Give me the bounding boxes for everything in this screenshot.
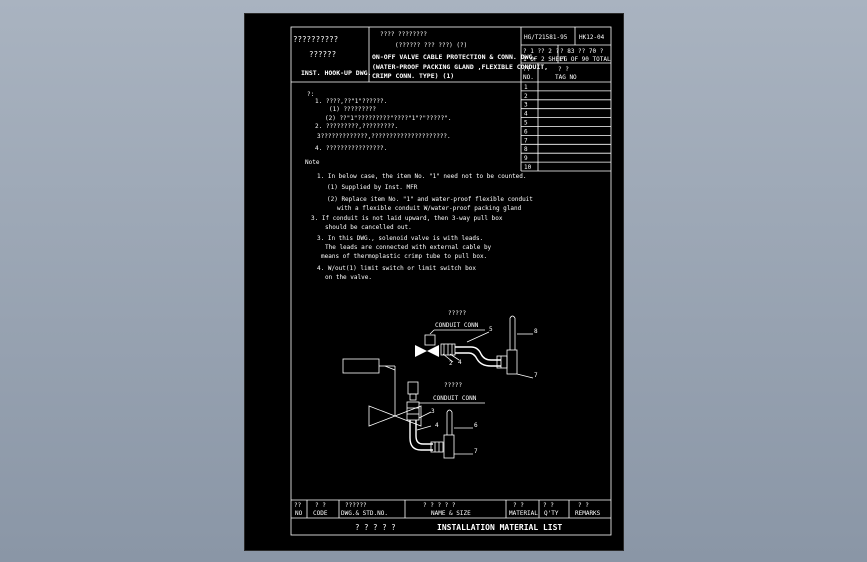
notes-en-l8: The leads are connected with external ca… bbox=[325, 244, 492, 251]
title-block-header: ?????????? ?????? INST. HOOK-UP DWG. ???… bbox=[291, 27, 611, 83]
upper-label-conduit: CONDUIT CONN bbox=[435, 322, 479, 329]
material-list-footer: ?? NO ? ? CODE ?????? DWG.& STD.NO. ? ? … bbox=[291, 499, 611, 532]
col-remarks: REMARKS bbox=[575, 510, 601, 517]
sheet-row-q: ? 1 ?? 2 ? bbox=[523, 48, 560, 55]
tag-table-row-number: 9 bbox=[524, 155, 528, 162]
col-name-q: ? ? ? ? ? bbox=[423, 502, 456, 509]
notes-en-l3: (2) Replace item No. "1" and water-proof… bbox=[327, 196, 533, 203]
lower-label-q: ????? bbox=[444, 382, 462, 389]
frame-border bbox=[290, 26, 612, 536]
notes-cn-l6: 4. ????????????????. bbox=[315, 145, 387, 152]
notes-en-l6: should be cancelled out. bbox=[325, 224, 412, 231]
notes-cn-l1: 1. ????,??"1"??????. bbox=[315, 98, 387, 105]
notes-cn-l2: (1) ????????? bbox=[329, 106, 376, 113]
header-left-line3: INST. HOOK-UP DWG. bbox=[301, 69, 371, 77]
tag-table-row-number: 5 bbox=[524, 120, 528, 127]
notes-en-title: Note bbox=[305, 159, 320, 166]
tag-table-head-tag-q: ? ? bbox=[558, 66, 569, 73]
cad-drawing: ?????????? ?????? INST. HOOK-UP DWG. ???… bbox=[290, 26, 612, 536]
col-no-q: ?? bbox=[294, 502, 302, 509]
header-title-en3: CRIMP CONN. TYPE) (1) bbox=[372, 72, 454, 80]
notes-en-l9: means of thermoplastic crimp tube to pul… bbox=[321, 253, 487, 260]
notes-en-l2: (1) Supplied by Inst. MFR bbox=[327, 184, 418, 191]
doc-number: HG/T21581-95 bbox=[524, 34, 568, 41]
col-no: NO bbox=[295, 510, 303, 517]
item-4-lower: 4 bbox=[435, 422, 439, 429]
upper-label-q: ????? bbox=[448, 310, 466, 317]
material-list-title-q: ? ? ? ? ? bbox=[355, 523, 396, 532]
header-title-q1: ???? ???????? bbox=[380, 31, 427, 38]
item-3-lower: 3 bbox=[431, 408, 435, 415]
item-4-upper: 4 bbox=[458, 359, 462, 366]
tag-table-head-no: NO. bbox=[523, 74, 534, 81]
drawing-sheet: ?????????? ?????? INST. HOOK-UP DWG. ???… bbox=[244, 13, 624, 551]
item-6-lower: 6 bbox=[474, 422, 478, 429]
col-code: CODE bbox=[313, 510, 328, 517]
item-8-upper: 8 bbox=[534, 328, 538, 335]
header-title-en1: ON-OFF VALVE CABLE PROTECTION & CONN. DW… bbox=[372, 53, 536, 61]
hookup-diagram-upper: ????? CONDUIT CONN 5 2 4 8 7 bbox=[415, 310, 538, 379]
col-qty-q: ? ? bbox=[543, 502, 554, 509]
tag-table-row-number: 10 bbox=[524, 164, 532, 171]
item-5-upper: 5 bbox=[489, 326, 493, 333]
notes-en-l7: 3. In this DWG., solenoid valve is with … bbox=[317, 235, 483, 242]
notes-cn-l5: 3?????????????,?????????????????????. bbox=[317, 133, 451, 140]
notes-en-l4: with a flexible conduit W/water-proof pa… bbox=[337, 205, 522, 212]
col-remarks-q: ? ? bbox=[578, 502, 589, 509]
header-left-line1: ?????????? bbox=[293, 35, 338, 44]
lower-label-conduit: CONDUIT CONN bbox=[433, 395, 477, 402]
sheet-code: HK12-04 bbox=[579, 34, 605, 41]
sheet-row-en: 1 OF 2 SHEET bbox=[523, 56, 567, 63]
item-7-upper: 7 bbox=[534, 372, 538, 379]
notes-chinese: ?: 1. ????,??"1"??????. (1) ????????? (2… bbox=[307, 91, 451, 152]
tag-table-head-no-q: ?? bbox=[523, 66, 531, 73]
item-2-upper: 2 bbox=[449, 360, 453, 367]
total-row-en: PG OF 90 TOTAL bbox=[560, 56, 611, 63]
col-material: MATERIAL bbox=[509, 510, 538, 517]
notes-en-l11: on the valve. bbox=[325, 274, 372, 281]
tag-table-row-number: 2 bbox=[524, 93, 528, 100]
total-row-q: ? 83 ?? 70 ? bbox=[560, 48, 604, 55]
tag-table-head-tag: TAG NO bbox=[555, 74, 577, 81]
notes-cn-l3: (2) ??"1"?????????"????"1"?"?????". bbox=[325, 115, 451, 122]
col-dwg: DWG.& STD.NO. bbox=[341, 510, 388, 517]
header-title-en2: (WATER-PROOF PACKING GLAND ,FLEXIBLE CON… bbox=[372, 63, 548, 71]
col-material-q: ? ? bbox=[513, 502, 524, 509]
tag-table-row-number: 1 bbox=[524, 84, 528, 91]
header-title-q2: (?????? ??? ???) (?) bbox=[395, 42, 467, 49]
item-7-lower: 7 bbox=[474, 448, 478, 455]
tag-table-row-number: 7 bbox=[524, 137, 528, 144]
notes-cn-l4: 2. ?????????,?????????. bbox=[315, 123, 398, 130]
tag-table-row-number: 8 bbox=[524, 146, 528, 153]
notes-cn-title: ?: bbox=[307, 91, 314, 98]
col-name: NAME & SIZE bbox=[431, 510, 471, 517]
header-left-line2: ?????? bbox=[309, 50, 336, 59]
notes-en-l5: 3. If conduit is not laid upward, then 3… bbox=[311, 215, 503, 222]
notes-en-l10: 4. W/out(1) limit switch or limit switch… bbox=[317, 265, 476, 272]
notes-english: Note 1. In below case, the item No. "1" … bbox=[305, 159, 533, 281]
tag-number-table: ?? NO. ? ? TAG NO 1 2 3 4 56 7 8 9 10 bbox=[520, 63, 611, 172]
tag-table-row-number: 6 bbox=[524, 128, 528, 135]
col-qty: Q'TY bbox=[544, 510, 559, 517]
hookup-diagram-lower: ????? CONDUIT CONN 3 4 6 7 bbox=[342, 358, 485, 459]
col-dwg-q: ?????? bbox=[345, 502, 367, 509]
tag-table-row-number: 3 bbox=[524, 102, 528, 109]
notes-en-l1: 1. In below case, the item No. "1" need … bbox=[317, 173, 527, 180]
material-list-title: INSTALLATION MATERIAL LIST bbox=[437, 523, 562, 532]
col-code-q: ? ? bbox=[315, 502, 326, 509]
tag-table-row-number: 4 bbox=[524, 111, 528, 118]
